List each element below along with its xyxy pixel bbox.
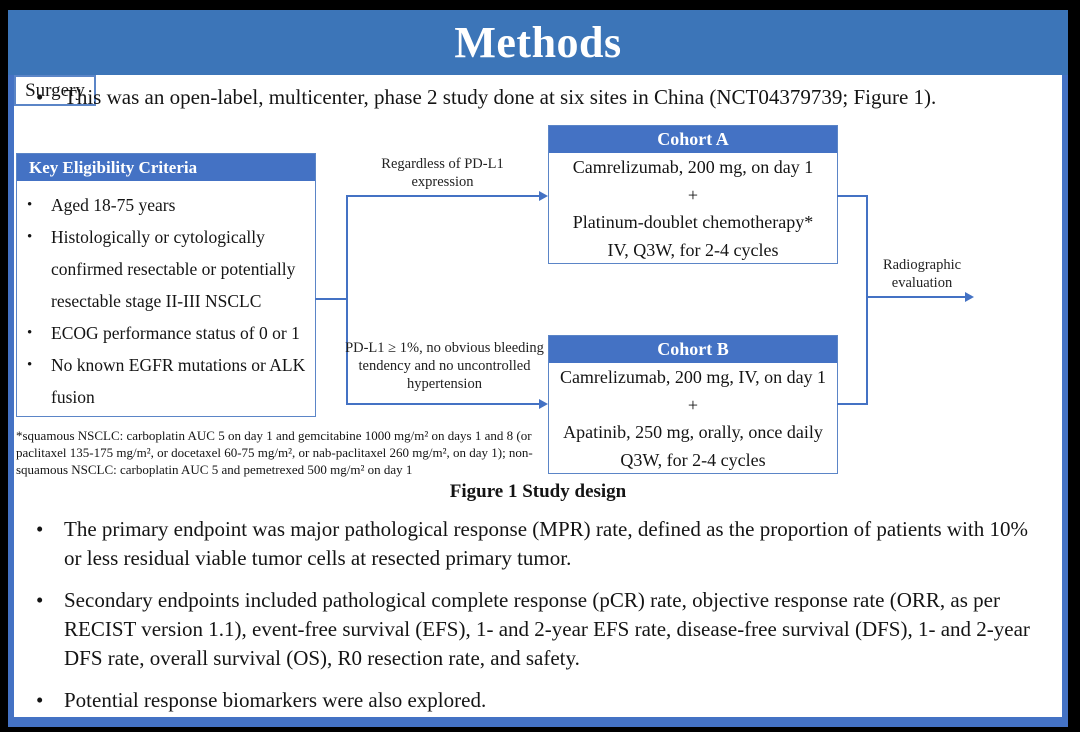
eligibility-list: • Aged 18-75 years • Histologically or c… — [17, 181, 315, 413]
cohort-a-box: Cohort A Camrelizumab, 200 mg, on day 1 … — [548, 125, 838, 264]
arrowhead-cohort-b-icon — [539, 399, 548, 409]
connector-vertical-left — [346, 195, 348, 405]
page-title: Methods — [454, 18, 622, 67]
arrow-top-label: Regardless of PD-L1 expression — [381, 156, 504, 190]
cohort-b-line: + — [687, 394, 699, 415]
cohort-b-box: Cohort B Camrelizumab, 200 mg, IV, on da… — [548, 335, 838, 474]
eligibility-item-text: Aged 18-75 years — [51, 195, 176, 215]
connector-cohort-a-stub — [837, 195, 868, 197]
secondary-endpoints-bullet: • Secondary endpoints included pathologi… — [36, 586, 1048, 673]
bullet-text: The primary endpoint was major pathologi… — [64, 517, 1029, 570]
list-item: • No known EGFR mutations or ALK fusion — [27, 349, 309, 413]
connector-eligibility-stub — [315, 298, 348, 300]
slide-border-right — [1062, 75, 1068, 727]
eligibility-item-text: No known EGFR mutations or ALK fusion — [51, 355, 306, 407]
cohort-a-body: Camrelizumab, 200 mg, on day 1 + Platinu… — [549, 153, 837, 264]
list-item: • ECOG performance status of 0 or 1 — [27, 317, 309, 349]
connector-to-surgery — [866, 296, 968, 298]
cohort-b-line: Q3W, for 2-4 cycles — [620, 449, 766, 470]
surgery-label: Surgery — [25, 79, 85, 101]
arrow-bottom-label: PD-L1 ≥ 1%, no obvious bleeding tendency… — [345, 340, 544, 392]
chemo-footnote: *squamous NSCLC: carboplatin AUC 5 on da… — [16, 428, 533, 477]
bullet-icon: • — [27, 325, 33, 341]
bullet-icon: • — [27, 197, 33, 213]
bullet-icon: • — [27, 229, 33, 245]
list-item: • Histologically or cytologically confir… — [27, 221, 309, 317]
eligibility-item-text: Histologically or cytologically confirme… — [51, 227, 296, 311]
figure-caption: Figure 1 Study design — [449, 481, 627, 502]
eligibility-item-text: ECOG performance status of 0 or 1 — [51, 323, 300, 343]
arrowhead-cohort-a-icon — [539, 191, 548, 201]
bullet-icon: • — [27, 357, 33, 373]
eligibility-box: Key Eligibility Criteria • Aged 18-75 ye… — [16, 153, 316, 417]
cohort-b-line: Apatinib, 250 mg, orally, once daily — [563, 422, 823, 442]
slide-border-left — [8, 75, 14, 727]
cohort-a-line: Platinum-doublet chemotherapy* — [572, 212, 814, 232]
eligibility-header: Key Eligibility Criteria — [17, 154, 315, 181]
connector-to-cohort-b — [346, 403, 540, 405]
cohort-b-header: Cohort B — [549, 336, 837, 363]
intro-bullet: • This was an open-label, multicenter, p… — [36, 83, 1046, 112]
primary-endpoint-bullet: • The primary endpoint was major patholo… — [36, 515, 1048, 573]
arrowhead-surgery-icon — [965, 292, 974, 302]
radiographic-label: Radiographic evaluation — [882, 257, 962, 291]
connector-to-cohort-a — [346, 195, 540, 197]
cohort-a-line: IV, Q3W, for 2-4 cycles — [607, 239, 779, 260]
intro-bullet-text: This was an open-label, multicenter, pha… — [64, 85, 937, 109]
cohort-b-body: Camrelizumab, 200 mg, IV, on day 1 + Apa… — [549, 363, 837, 474]
title-banner: Methods — [8, 10, 1068, 75]
list-item: • Aged 18-75 years — [27, 189, 309, 221]
bullet-icon: • — [36, 688, 44, 712]
slide-border-bottom — [8, 717, 1068, 727]
bullet-icon: • — [36, 588, 44, 612]
cohort-a-header: Cohort A — [549, 126, 837, 153]
biomarkers-bullet: • Potential response biomarkers were als… — [36, 686, 1048, 715]
connector-vertical-right — [866, 195, 868, 405]
bullet-icon: • — [36, 85, 44, 109]
bullet-text: Secondary endpoints included pathologica… — [64, 588, 1030, 670]
bullet-icon: • — [36, 517, 44, 541]
bullet-text: Potential response biomarkers were also … — [64, 688, 487, 712]
cohort-b-line: Camrelizumab, 200 mg, IV, on day 1 — [559, 367, 827, 387]
surgery-box: Surgery — [14, 75, 96, 106]
connector-cohort-b-stub — [837, 403, 868, 405]
cohort-a-line: Camrelizumab, 200 mg, on day 1 — [572, 157, 814, 177]
slide-content: • This was an open-label, multicenter, p… — [14, 75, 1062, 717]
cohort-a-line: + — [687, 184, 699, 205]
